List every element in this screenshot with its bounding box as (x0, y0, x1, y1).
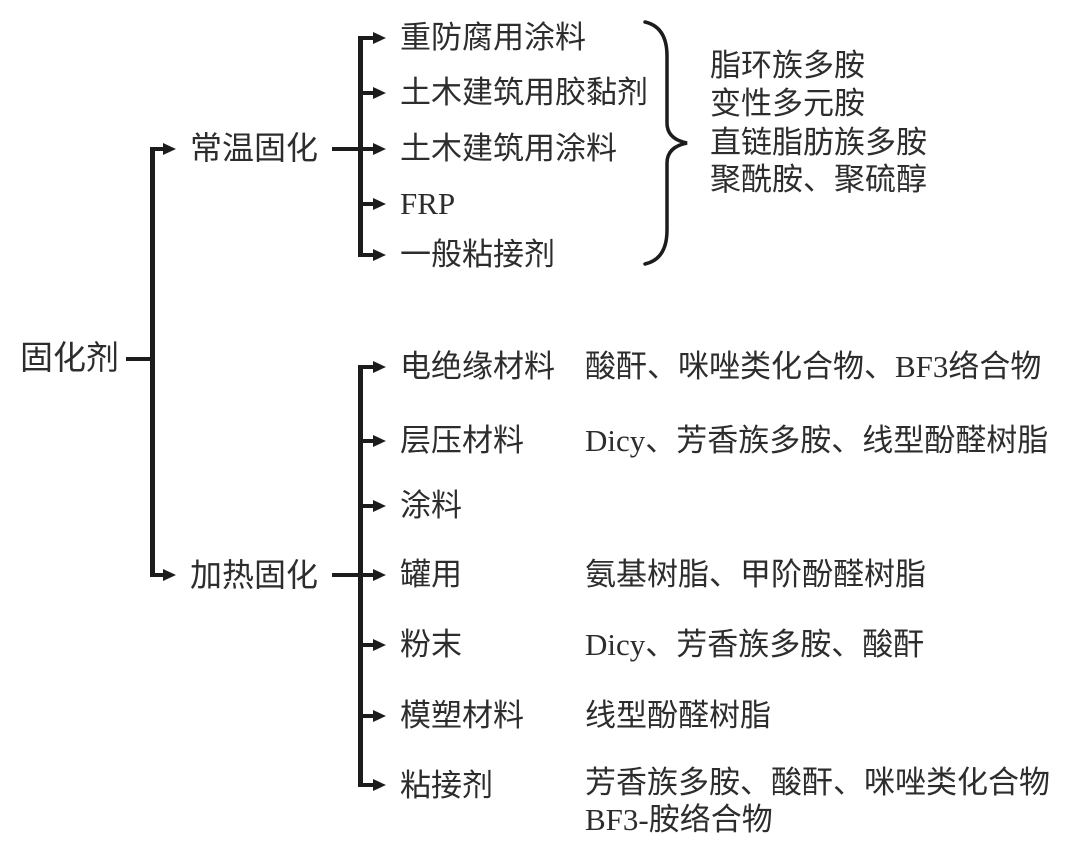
heat-agents-2: Dicy、芳香族多胺、线型酚醛树脂 (585, 423, 1049, 458)
arrow-heat-row7-icon (373, 779, 386, 791)
rt-application-5: 一般粘接剂 (400, 237, 555, 272)
branch-room-temp-label: 常温固化 (190, 130, 319, 166)
arrow-heat-row2-icon (373, 435, 386, 447)
connector-room-temp-elbow (150, 147, 164, 151)
brace-icon (643, 20, 688, 266)
connector-room-temp-out (332, 147, 374, 151)
rt-agent-1: 脂环族多胺 (710, 48, 865, 83)
heat-agents-1: 酸酐、咪唑类化合物、BF3络合物 (585, 349, 1042, 384)
branch-heat-label: 加热固化 (190, 557, 319, 593)
connector-heat-row5 (358, 643, 374, 647)
heat-agents-7: 芳香族多胺、酸酐、咪唑类化合物 (585, 765, 1050, 800)
connector-rt-row1 (358, 36, 374, 40)
rt-agent-2: 变性多元胺 (710, 86, 865, 121)
rt-application-1: 重防腐用涂料 (400, 20, 586, 55)
connector-heat-row2 (358, 439, 374, 443)
heat-spine (358, 365, 363, 787)
connector-rt-row4 (358, 202, 374, 206)
heat-application-1: 电绝缘材料 (400, 349, 555, 384)
arrow-heat-row6-icon (373, 710, 386, 722)
arrow-heat-row1-icon (373, 361, 386, 373)
connector-heat-row7 (358, 783, 374, 787)
connector-rt-row5 (358, 253, 374, 257)
room-temp-spine (358, 36, 363, 257)
connector-root-dash (126, 357, 154, 361)
rt-agent-3: 直链脂肪族多胺 (710, 125, 927, 160)
heat-agents-5: Dicy、芳香族多胺、酸酐 (585, 627, 925, 662)
heat-application-7: 粘接剂 (400, 768, 493, 803)
heat-agents-6: 线型酚醛树脂 (585, 698, 771, 733)
rt-application-4: FRP (400, 186, 456, 221)
connector-heat-out (332, 573, 374, 577)
root-node-label: 固化剂 (20, 341, 119, 377)
arrow-rt-row1-icon (373, 32, 386, 44)
arrow-heat-row4-icon (373, 569, 386, 581)
heat-application-5: 粉末 (400, 627, 462, 662)
connector-heat-row3 (358, 504, 374, 508)
connector-heat-row1 (358, 365, 374, 369)
arrow-rt-row2-icon (373, 87, 386, 99)
connector-heat-row6 (358, 714, 374, 718)
connector-heat-elbow (150, 573, 164, 577)
arrow-room-temp-icon (163, 143, 176, 155)
arrow-rt-row4-icon (373, 198, 386, 210)
heat-application-4: 罐用 (400, 557, 462, 592)
arrow-room-temp-row3-icon (373, 143, 386, 155)
rt-application-3: 土木建筑用涂料 (400, 131, 617, 166)
arrow-heat-row3-icon (373, 500, 386, 512)
arrow-heat-icon (163, 569, 176, 581)
rt-application-2: 土木建筑用胶黏剂 (400, 75, 648, 110)
heat-application-3: 涂料 (400, 488, 462, 523)
rt-agent-4: 聚酰胺、聚硫醇 (710, 162, 927, 197)
arrow-rt-row5-icon (373, 249, 386, 261)
arrow-heat-row5-icon (373, 639, 386, 651)
heat-agents-4: 氨基树脂、甲阶酚醛树脂 (585, 557, 926, 592)
connector-rt-row2 (358, 91, 374, 95)
heat-agents-7-line2: BF3-胺络合物 (585, 802, 773, 837)
left-spine (150, 147, 155, 577)
heat-application-6: 模塑材料 (400, 698, 524, 733)
heat-application-2: 层压材料 (400, 423, 524, 458)
